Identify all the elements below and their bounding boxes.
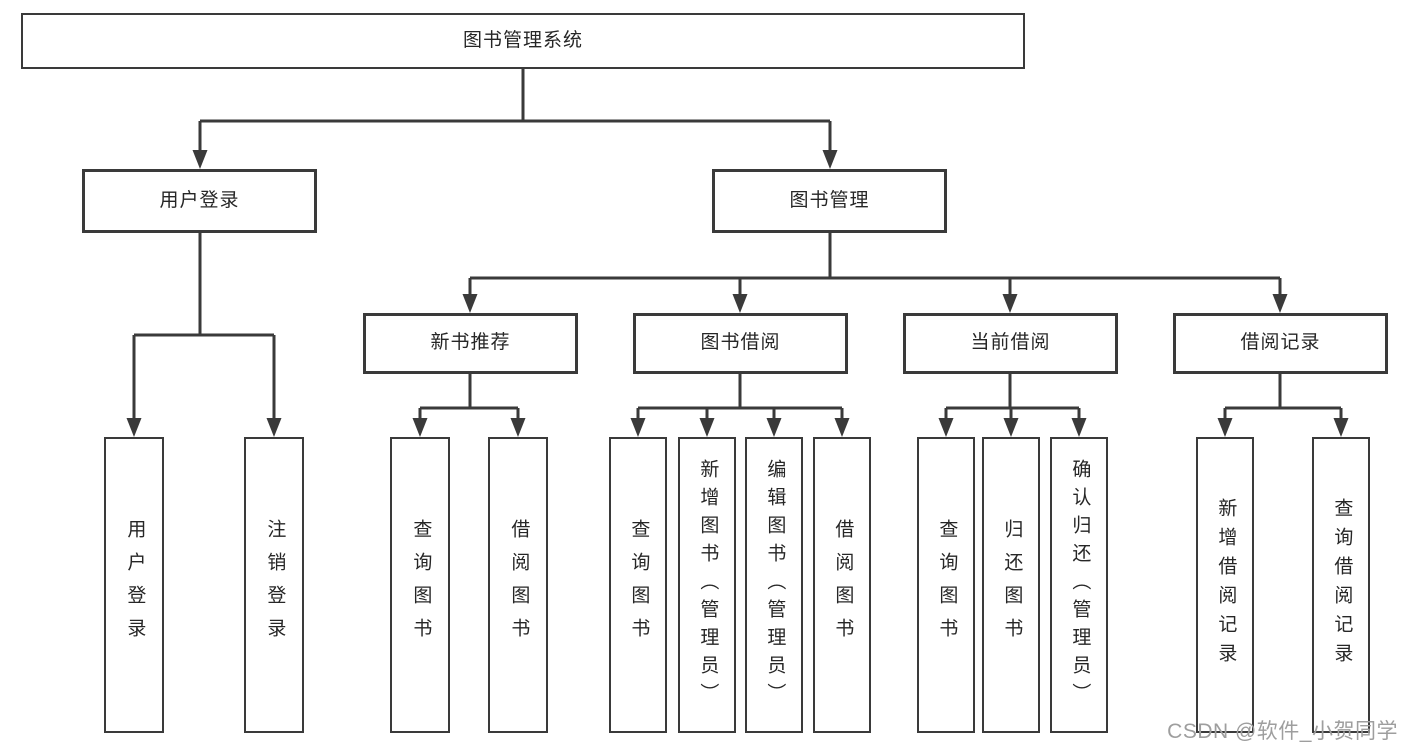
leaf-query-books-recommend: 查询图书 (390, 437, 450, 733)
node-label: 注销登录 (264, 519, 286, 651)
arrowhead-icon (412, 418, 428, 437)
node-label: 查询图书 (628, 519, 650, 651)
node-label: 用户登录 (159, 189, 240, 211)
leaf-query-books-current: 查询图书 (917, 437, 975, 733)
arrowhead-icon (1217, 418, 1233, 437)
watermark-text: CSDN @软件_小贺同学 (1167, 720, 1398, 743)
node-new-book-recommend: 新书推荐 (363, 313, 578, 374)
arrowhead-icon (938, 418, 954, 437)
node-label: 归还图书 (1001, 519, 1023, 651)
leaf-borrow-books-recommend: 借阅图书 (488, 437, 548, 733)
connector-records-branch (1223, 374, 1343, 421)
node-borrow-records: 借阅记录 (1173, 313, 1388, 374)
node-label: 确认归还（管理员） (1069, 459, 1091, 711)
leaf-edit-books-admin: 编辑图书（管理员） (745, 437, 803, 733)
arrowhead-icon (699, 418, 715, 437)
arrowhead-icon (1272, 294, 1288, 313)
node-label: 新增借阅记录 (1215, 498, 1237, 672)
arrowhead-icon (766, 418, 782, 437)
node-label: 当前借阅 (970, 332, 1051, 354)
leaf-borrow-books: 借阅图书 (813, 437, 871, 733)
node-label: 新书推荐 (430, 332, 511, 354)
leaf-add-borrow-record: 新增借阅记录 (1196, 437, 1254, 733)
node-label: 图书管理系统 (462, 29, 583, 51)
node-label: 借阅图书 (508, 519, 530, 651)
node-label: 查询图书 (410, 519, 432, 651)
connector-book-mgmt-branch (468, 233, 1282, 297)
connector-root-branch (198, 69, 832, 153)
node-label: 新增图书（管理员） (697, 459, 719, 711)
node-label: 借阅图书 (832, 519, 854, 651)
node-library-system: 图书管理系统 (21, 13, 1025, 69)
arrowhead-icon (630, 418, 646, 437)
arrowhead-icon (462, 294, 478, 313)
arrowhead-icon (1002, 294, 1018, 313)
node-label: 用户登录 (124, 519, 146, 651)
node-label: 借阅记录 (1240, 332, 1321, 354)
node-label: 编辑图书（管理员） (764, 459, 786, 711)
arrowhead-icon (126, 418, 142, 437)
leaf-user-login: 用户登录 (104, 437, 164, 733)
connector-borrowing-branch (636, 374, 844, 421)
leaf-return-books: 归还图书 (982, 437, 1040, 733)
arrowhead-icon (266, 418, 282, 437)
connector-current-branch (944, 374, 1081, 421)
node-label: 图书管理 (789, 189, 870, 211)
arrowhead-icon (1071, 418, 1087, 437)
connector-new-books-branch (418, 374, 520, 421)
node-label: 查询图书 (936, 519, 958, 651)
arrowhead-icon (732, 294, 748, 313)
leaf-add-books-admin: 新增图书（管理员） (678, 437, 736, 733)
leaf-query-borrow-record: 查询借阅记录 (1312, 437, 1370, 733)
node-label: 图书借阅 (700, 332, 781, 354)
arrowhead-icon (834, 418, 850, 437)
node-book-management: 图书管理 (712, 169, 947, 233)
arrowhead-icon (192, 150, 208, 169)
node-label: 查询借阅记录 (1331, 498, 1353, 672)
node-current-borrowing: 当前借阅 (903, 313, 1118, 374)
leaf-confirm-return-admin: 确认归还（管理员） (1050, 437, 1108, 733)
node-user-login-group: 用户登录 (82, 169, 317, 233)
node-book-borrowing: 图书借阅 (633, 313, 848, 374)
leaf-logout: 注销登录 (244, 437, 304, 733)
arrowhead-icon (822, 150, 838, 169)
connector-user-login-branch (132, 233, 276, 421)
arrowhead-icon (510, 418, 526, 437)
arrowhead-icon (1333, 418, 1349, 437)
arrowhead-icon (1003, 418, 1019, 437)
leaf-query-books-borrowing: 查询图书 (609, 437, 667, 733)
